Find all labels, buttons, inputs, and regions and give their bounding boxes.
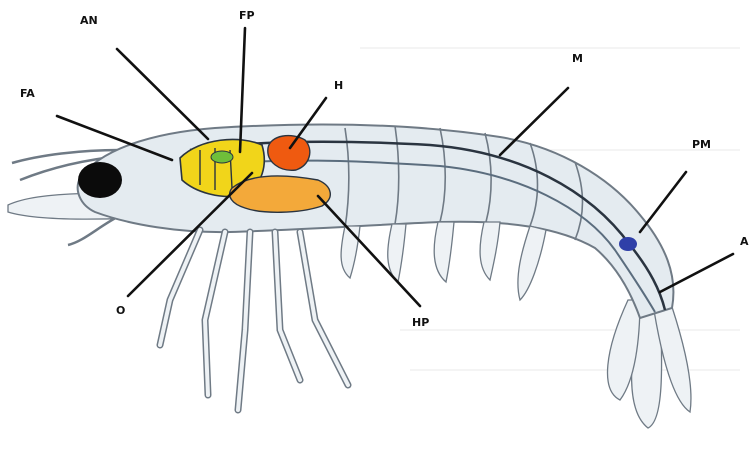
body-outline [78, 125, 674, 318]
label-fp: FP [239, 9, 255, 22]
label-pm: PM [692, 138, 711, 151]
label-o: O [116, 304, 125, 317]
label-hp: HP [412, 316, 429, 329]
label-m: M [572, 52, 583, 65]
pm-spot [619, 237, 637, 251]
label-h: H [334, 79, 343, 92]
label-a: A [740, 235, 749, 248]
label-fa: FA [20, 87, 35, 100]
eye [78, 162, 122, 198]
green-gland [211, 151, 233, 163]
pleopods [341, 222, 546, 300]
walking-legs-fill [160, 230, 348, 410]
label-an: AN [80, 14, 98, 27]
